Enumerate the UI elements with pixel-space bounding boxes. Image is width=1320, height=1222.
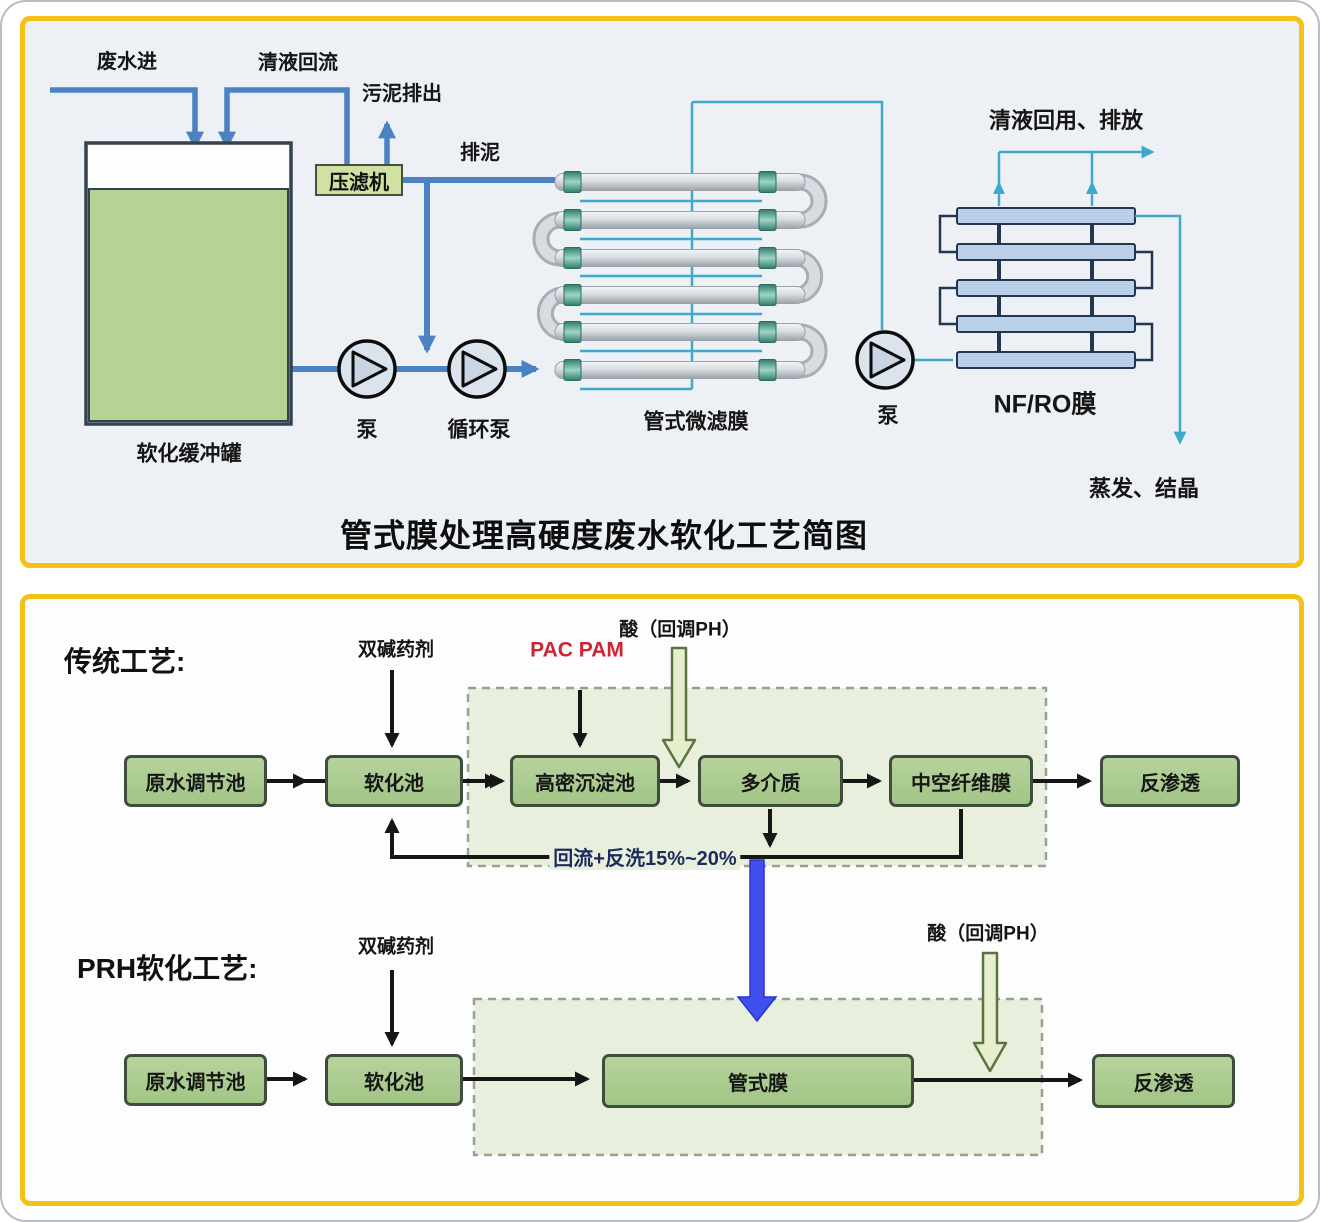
bottom-panel-process-comparison	[20, 594, 1304, 1206]
prh-box-raw-water: 原水调节池	[124, 1054, 267, 1106]
trad-box-reverse-osmosis: 反渗透	[1100, 755, 1240, 807]
reuse-discharge-label: 清液回用、排放	[988, 107, 1144, 133]
pump-label: 泵	[356, 418, 378, 442]
trad-box-raw-water: 原水调节池	[124, 755, 267, 807]
tubular-mf-membrane-label: 管式微滤膜	[643, 410, 749, 434]
top-panel-title: 管式膜处理高硬度废水软化工艺简图	[339, 517, 869, 554]
prh-box-softening: 软化池	[325, 1054, 463, 1106]
filter-press-box: 压滤机	[315, 164, 403, 196]
trad-acid-label: 酸（回调PH）	[619, 619, 741, 641]
circulation-pump-label: 循环泵	[447, 418, 511, 442]
nfro-pump-label: 泵	[877, 404, 899, 428]
prh-box-reverse-osmosis: 反渗透	[1092, 1054, 1235, 1108]
trad-alkali-label: 双碱药剂	[357, 639, 435, 661]
buffer-tank-label: 软化缓冲罐	[136, 442, 242, 466]
drain-sludge-label: 排泥	[460, 142, 500, 164]
trad-box-softening: 软化池	[325, 755, 463, 807]
prh-box-tubular-membrane: 管式膜	[602, 1054, 914, 1108]
nfro-membrane-label: NF/RO膜	[993, 390, 1097, 419]
prh-acid-label: 酸（回调PH）	[927, 923, 1049, 945]
traditional-process-heading: 传统工艺:	[64, 646, 186, 677]
evaporation-label: 蒸发、结晶	[1088, 475, 1200, 501]
trad-box-hollow-fiber: 中空纤维膜	[889, 755, 1033, 807]
wastewater-in-label: 废水进	[97, 51, 157, 73]
pac-pam-label: PAC PAM	[530, 638, 624, 662]
trad-box-sedimentation: 高密沉淀池	[510, 755, 660, 807]
clear-liquid-return-label: 清液回流	[258, 52, 338, 74]
sludge-discharge-label: 污泥排出	[362, 83, 442, 105]
prh-process-heading: PRH软化工艺:	[77, 953, 258, 984]
trad-box-multimedia: 多介质	[698, 755, 843, 807]
prh-alkali-label: 双碱药剂	[357, 936, 435, 958]
return-backwash-label: 回流+反洗15%~20%	[549, 848, 741, 870]
